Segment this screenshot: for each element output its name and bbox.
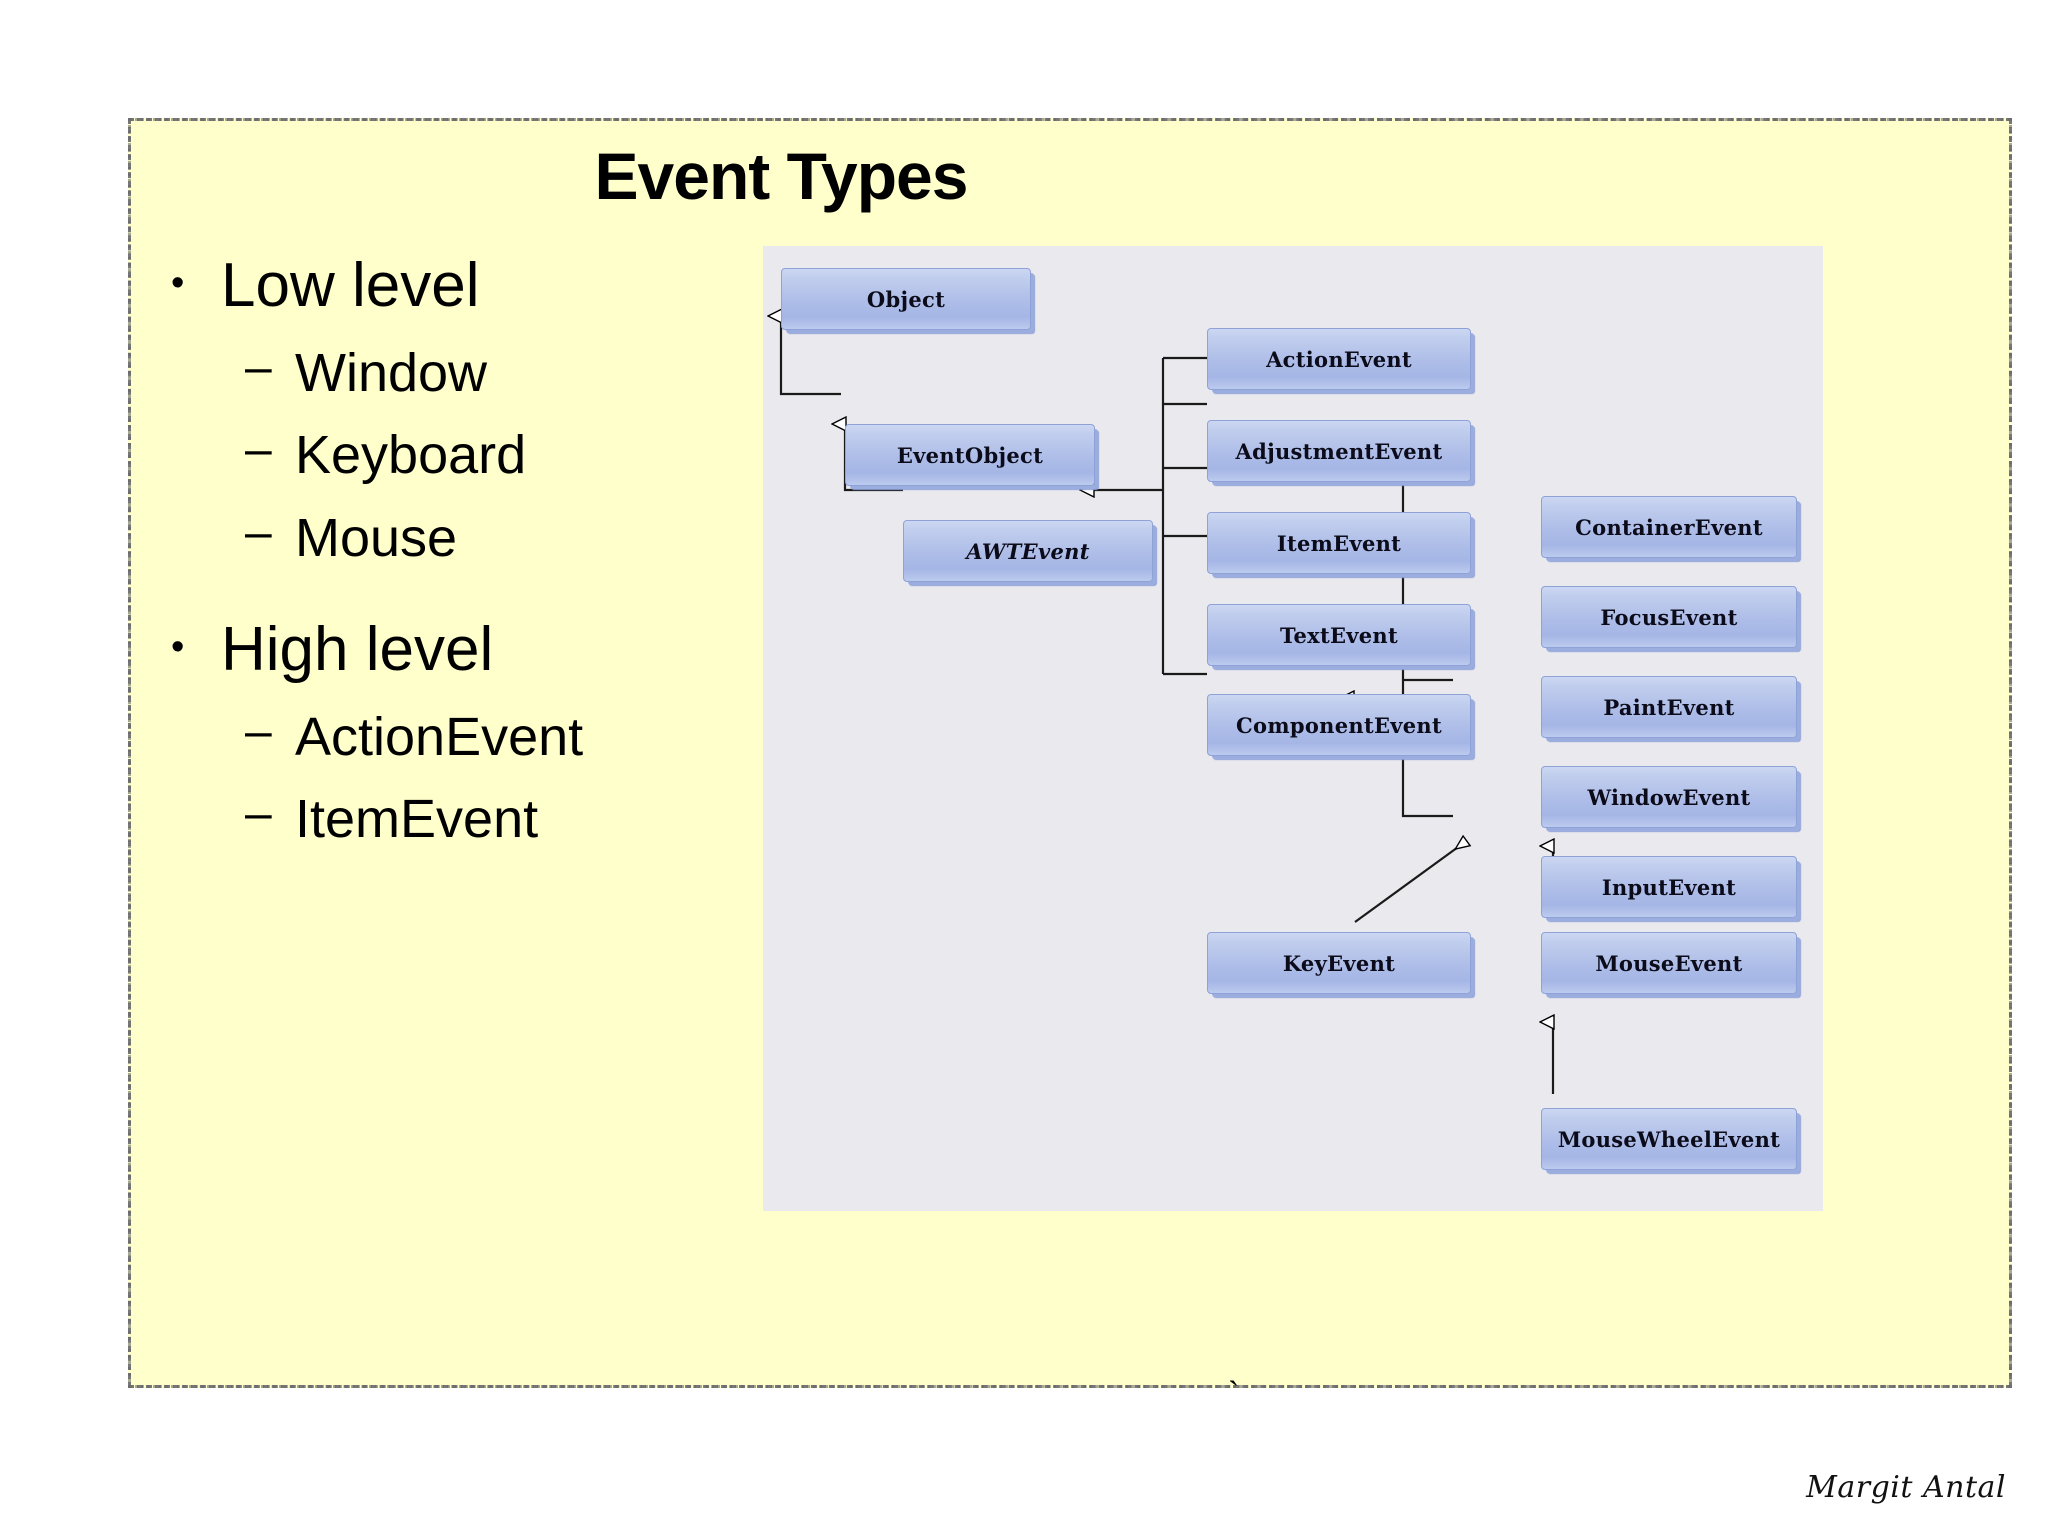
list-item-label: ItemEvent [295, 789, 539, 850]
uml-node-label: AdjustmentEvent [1235, 438, 1443, 464]
list-item-label: High level [221, 614, 494, 684]
page-title: Event Types [594, 139, 969, 213]
uml-node-awtevent[interactable]: AWTEvent [903, 520, 1153, 582]
uml-node-label: Object [866, 286, 946, 312]
uml-class-diagram: Object EventObject AWTEvent ActionEvent … [763, 246, 1823, 1211]
uml-node-label: AWTEvent [966, 538, 1090, 564]
uml-node-label: TextEvent [1279, 622, 1399, 648]
uml-node-itemevent[interactable]: ItemEvent [1207, 512, 1471, 574]
list-item-actionevent: – ActionEvent [149, 704, 799, 767]
list-item-mouse: – Mouse [149, 506, 799, 569]
dash-marker-icon: – [245, 340, 272, 394]
bullet-list: • Low level – Window – Keyboard – Mouse … [149, 253, 799, 872]
list-item-label: Window [295, 342, 488, 403]
list-item-window: – Window [149, 340, 799, 403]
uml-node-focusevent[interactable]: FocusEvent [1541, 586, 1797, 648]
author-signature: Margit Antal [1806, 1470, 2006, 1505]
stray-tick-mark: ` [1228, 1375, 1240, 1412]
uml-node-eventobject[interactable]: EventObject [845, 424, 1095, 486]
dash-marker-icon: – [245, 506, 272, 560]
list-spacer [149, 591, 799, 617]
list-item-label: ActionEvent [295, 706, 584, 767]
uml-node-containerevent[interactable]: ContainerEvent [1541, 496, 1797, 558]
uml-node-textevent[interactable]: TextEvent [1207, 604, 1471, 666]
uml-node-paintevent[interactable]: PaintEvent [1541, 676, 1797, 738]
uml-node-adjustmentevent[interactable]: AdjustmentEvent [1207, 420, 1471, 482]
list-item-label: Mouse [295, 508, 458, 569]
list-item-high-level: • High level [149, 614, 799, 684]
list-item-keyboard: – Keyboard [149, 423, 799, 486]
uml-node-keyevent[interactable]: KeyEvent [1207, 932, 1471, 994]
uml-node-object[interactable]: Object [781, 268, 1031, 330]
uml-node-actionevent[interactable]: ActionEvent [1207, 328, 1471, 390]
uml-node-label: InputEvent [1601, 874, 1737, 900]
uml-node-label: EventObject [896, 442, 1044, 468]
bullet-marker-icon: • [171, 262, 185, 304]
list-item-low-level: • Low level [149, 253, 799, 319]
uml-node-label: MouseEvent [1595, 950, 1743, 976]
uml-node-label: ItemEvent [1276, 530, 1402, 556]
list-item-itemevent: – ItemEvent [149, 787, 799, 850]
uml-node-mouseevent[interactable]: MouseEvent [1541, 932, 1797, 994]
bullet-marker-icon: • [171, 625, 185, 668]
uml-node-label: KeyEvent [1282, 950, 1396, 976]
uml-node-label: WindowEvent [1587, 784, 1751, 810]
uml-node-label: MouseWheelEvent [1557, 1126, 1781, 1152]
uml-node-label: PaintEvent [1603, 694, 1735, 720]
uml-node-label: ActionEvent [1266, 346, 1412, 372]
dash-marker-icon: – [245, 704, 272, 758]
uml-node-windowevent[interactable]: WindowEvent [1541, 766, 1797, 828]
uml-node-inputevent[interactable]: InputEvent [1541, 856, 1797, 918]
dash-marker-icon: – [245, 787, 272, 841]
uml-node-componentevent[interactable]: ComponentEvent [1207, 694, 1471, 756]
dash-marker-icon: – [245, 423, 272, 477]
list-item-label: Low level [221, 251, 480, 320]
uml-node-label: FocusEvent [1600, 604, 1738, 630]
slide-canvas: Event Types • Low level – Window – Keybo… [128, 118, 2012, 1412]
list-item-label: Keyboard [295, 425, 527, 486]
uml-node-mousewheelevent[interactable]: MouseWheelEvent [1541, 1108, 1797, 1170]
uml-node-label: ContainerEvent [1575, 514, 1763, 540]
uml-node-label: ComponentEvent [1236, 712, 1442, 738]
